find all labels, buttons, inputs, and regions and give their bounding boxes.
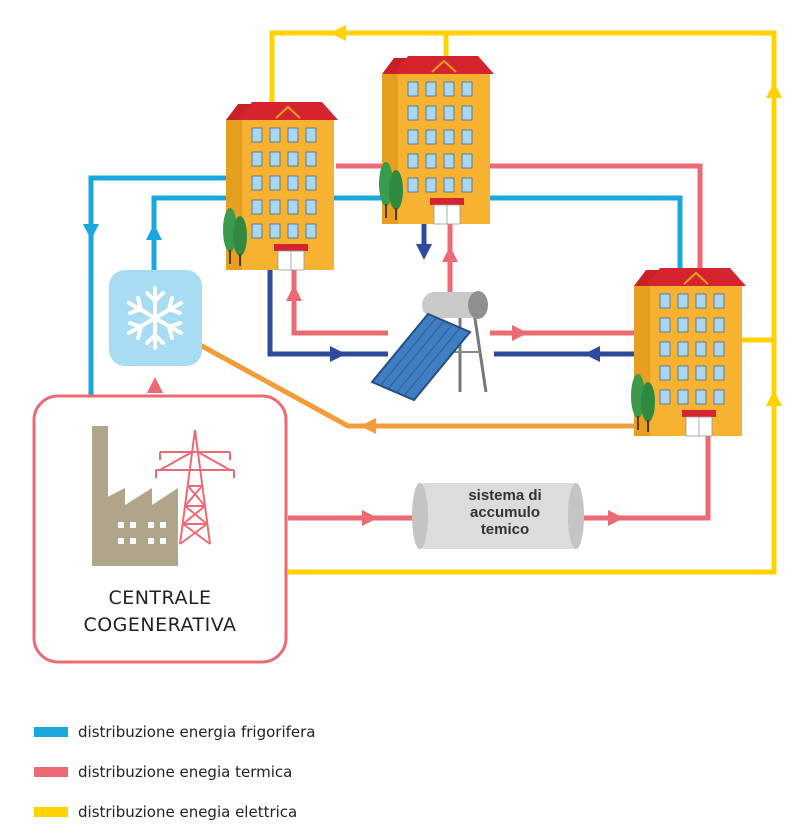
waste-heat-arrow [360, 418, 376, 434]
heat-arrows [147, 246, 624, 526]
legend-swatch-heat [34, 767, 68, 777]
legend-swatch-electric [34, 807, 68, 817]
snowflake-icon [127, 286, 183, 350]
legend: distribuzione energia frigorifera distri… [34, 712, 454, 832]
cold-network [88, 175, 683, 398]
cold-return-arrows [330, 244, 600, 362]
legend-item-heat: distribuzione enegia termica [34, 752, 454, 792]
tank-label-line2: accumulo [469, 504, 541, 521]
factory-icon [92, 426, 178, 566]
cooling-unit [109, 270, 202, 366]
building-icon [378, 55, 495, 225]
tank-label: sistema di accumulo temico [430, 487, 580, 538]
centrale-label-line1: CENTRALE [108, 587, 212, 609]
legend-swatch-cold [34, 727, 68, 737]
tank-label-line3: temico [480, 521, 530, 538]
centrale-label: CENTRALE COGENERATIVA [34, 585, 286, 639]
building-icon [222, 101, 339, 271]
legend-item-electric: distribuzione enegia elettrica [34, 792, 454, 832]
legend-label-cold: distribuzione energia frigorifera [78, 723, 316, 741]
cold-arrows [83, 224, 162, 240]
electric-arrows [330, 25, 782, 406]
solar-collector-icon [370, 291, 488, 402]
waste-heat-line [198, 342, 636, 429]
legend-label-heat: distribuzione enegia termica [78, 763, 293, 781]
legend-item-cold: distribuzione energia frigorifera [34, 712, 454, 752]
thermal-storage-tank [412, 483, 584, 549]
power-pylon-icon [155, 429, 235, 545]
centrale-label-line2: COGENERATIVA [83, 614, 237, 636]
tank-label-line1: sistema di [468, 487, 542, 504]
legend-label-electric: distribuzione enegia elettrica [78, 803, 298, 821]
building-icon [630, 267, 747, 437]
